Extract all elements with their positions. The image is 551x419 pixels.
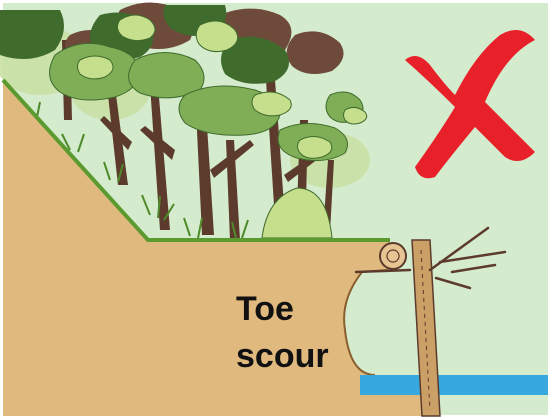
river-water — [360, 375, 548, 395]
caption-line-scour: scour — [236, 337, 329, 375]
log-end — [380, 243, 406, 269]
caption-line-toe: Toe — [236, 290, 294, 328]
